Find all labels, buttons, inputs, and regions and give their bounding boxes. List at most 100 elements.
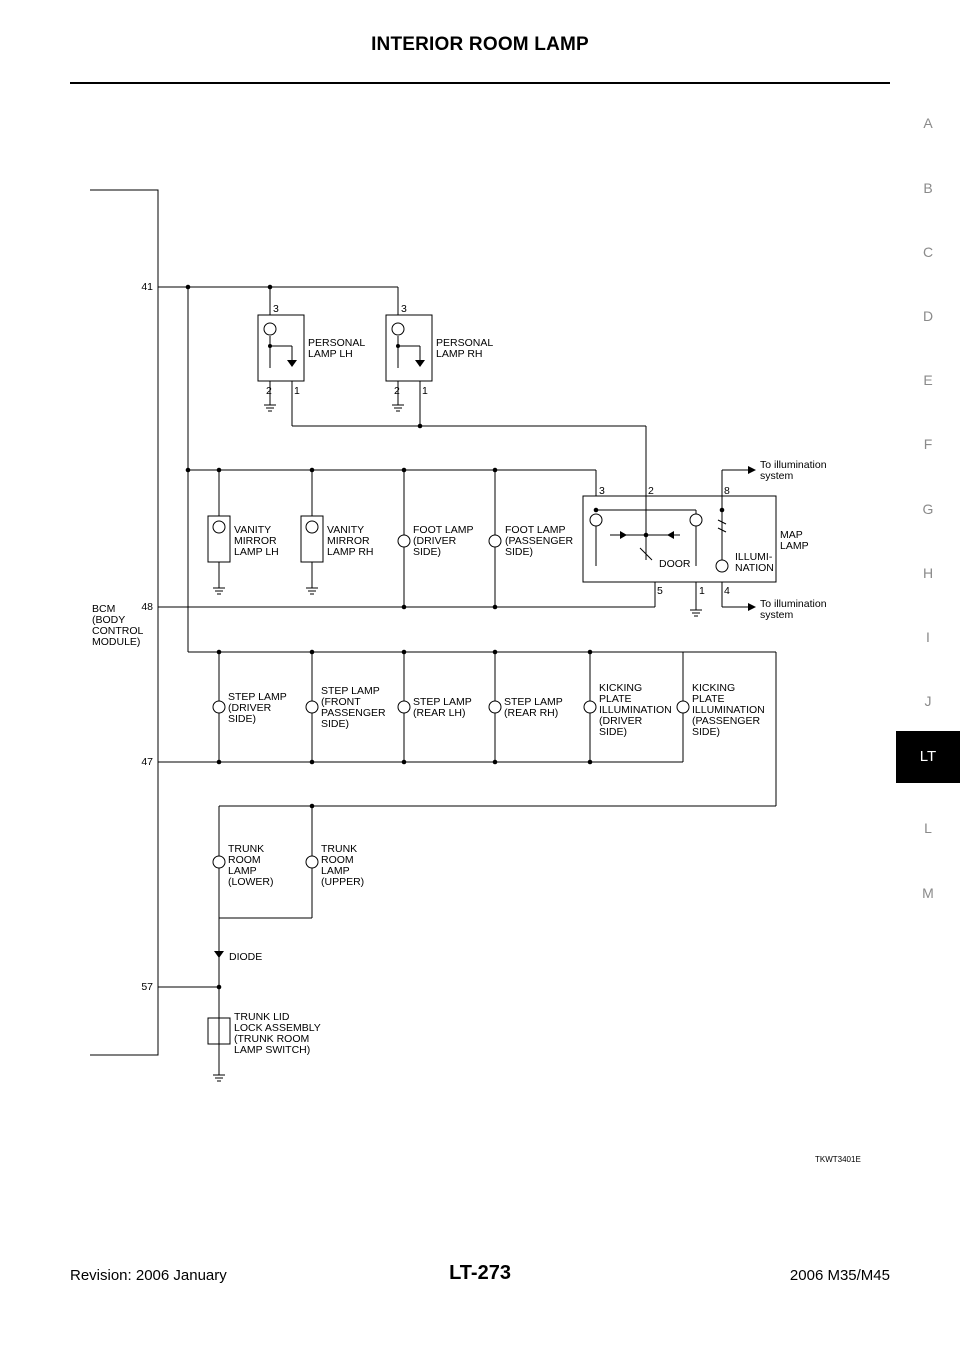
trunk-room-lamp-upper-label: ROOM — [321, 854, 354, 866]
personal-lamp-rh-label: PERSONAL — [436, 337, 493, 349]
kicking-plate-driver-label: PLATE — [599, 693, 631, 705]
kicking-plate-passenger-label: ILLUMINATION — [692, 704, 765, 716]
trunk-lid-label: LOCK ASSEMBLY — [234, 1022, 321, 1034]
vanity-lamp-rh-label: MIRROR — [327, 535, 370, 547]
index-tab-a[interactable]: A — [923, 115, 933, 131]
pin: 4 — [724, 585, 730, 597]
map-lamp-label: MAP — [780, 529, 803, 541]
figure-code: TKWT3401E — [815, 1155, 861, 1164]
model-text: 2006 M35/M45 — [789, 1267, 890, 1284]
step-lamp-driver-label: (DRIVER — [228, 702, 272, 714]
map-lamp-label: LAMP — [780, 540, 809, 552]
illumination-part-label: NATION — [735, 562, 774, 574]
door-label: DOOR — [659, 558, 691, 570]
trunk-lid-label: LAMP SWITCH) — [234, 1044, 310, 1056]
kicking-plate-passenger-label: (PASSENGER — [692, 715, 760, 727]
step-lamp-front-passenger-label: SIDE) — [321, 718, 349, 730]
step-lamp-rear-rh-label: (REAR RH) — [504, 707, 558, 719]
index-tab-m[interactable]: M — [922, 885, 934, 901]
trunk-room-lamp-lower-label: ROOM — [228, 854, 261, 866]
step-lamp-driver-label: SIDE) — [228, 713, 256, 725]
kicking-plate-driver-label: KICKING — [599, 682, 642, 694]
revision-text: Revision: 2006 January — [70, 1267, 227, 1284]
illumination-label-top: system — [760, 470, 794, 482]
index-tab-e[interactable]: E — [923, 372, 933, 388]
kicking-plate-passenger-label: SIDE) — [692, 726, 720, 738]
page-number: LT-273 — [449, 1262, 511, 1284]
pin: 3 — [401, 303, 407, 315]
foot-lamp-driver-label: FOOT LAMP — [413, 524, 473, 536]
index-tab-l[interactable]: L — [924, 820, 932, 836]
step-lamp-front-passenger-label: STEP LAMP — [321, 685, 380, 697]
kicking-plate-driver-label: ILLUMINATION — [599, 704, 672, 716]
bcm-label: BCM — [92, 603, 115, 615]
pin: 1 — [294, 385, 300, 397]
bcm-label: (BODY — [92, 614, 125, 626]
foot-lamp-passenger-label: SIDE) — [505, 546, 533, 558]
bcm-pin-47: 47 — [141, 756, 153, 768]
kicking-plate-driver-label: SIDE) — [599, 726, 627, 738]
personal-lamp-lh-label: LAMP LH — [308, 348, 353, 360]
pin: 8 — [724, 485, 730, 497]
illumination-label-top: To illumination — [760, 459, 827, 471]
bcm-pin-41: 41 — [141, 281, 153, 293]
illumination-part-label: ILLUMI- — [735, 551, 773, 563]
kicking-plate-driver-label: (DRIVER — [599, 715, 643, 727]
kicking-plate-passenger-label: KICKING — [692, 682, 735, 694]
pin: 3 — [273, 303, 279, 315]
trunk-room-lamp-upper-label: (UPPER) — [321, 876, 364, 888]
pin: 2 — [266, 385, 272, 397]
trunk-room-lamp-lower-label: (LOWER) — [228, 876, 274, 888]
index-tab-lt[interactable]: LT — [896, 731, 960, 783]
pin: 1 — [699, 585, 705, 597]
step-lamp-rear-lh-label: STEP LAMP — [413, 696, 472, 708]
foot-lamp-passenger-label: FOOT LAMP — [505, 524, 565, 536]
bcm-pin-57: 57 — [141, 981, 153, 993]
index-tab-j[interactable]: J — [924, 693, 932, 709]
page-title: INTERIOR ROOM LAMP — [371, 34, 589, 55]
vanity-lamp-lh-label: LAMP LH — [234, 546, 279, 558]
step-lamp-front-passenger-label: (FRONT — [321, 696, 361, 708]
illumination-label-bottom: system — [760, 609, 794, 621]
vanity-lamp-lh-label: MIRROR — [234, 535, 277, 547]
kicking-plate-passenger-label: PLATE — [692, 693, 724, 705]
index-tab-h[interactable]: H — [922, 565, 934, 581]
bcm-pin-48: 48 — [141, 601, 153, 613]
index-tab-c[interactable]: C — [922, 244, 934, 260]
step-lamp-driver-label: STEP LAMP — [228, 691, 287, 703]
illumination-label-bottom: To illumination — [760, 598, 827, 610]
diagram-text: BCM(BODY CONTROL MODULE)41484757PERSONAL… — [92, 281, 861, 1164]
pin: 2 — [394, 385, 400, 397]
personal-lamp-rh-label: LAMP RH — [436, 348, 483, 360]
wiring-diagram: BCM(BODY CONTROL MODULE)41484757PERSONAL… — [90, 189, 861, 1164]
pin: 2 — [648, 485, 654, 497]
index-tab-b[interactable]: B — [923, 180, 933, 196]
bcm-label: MODULE) — [92, 636, 140, 648]
vanity-lamp-rh-label: LAMP RH — [327, 546, 374, 558]
title-rule — [70, 82, 890, 84]
diode-label: DIODE — [229, 951, 262, 963]
foot-lamp-driver-label: (DRIVER — [413, 535, 457, 547]
personal-lamp-lh-label: PERSONAL — [308, 337, 365, 349]
trunk-lid-label: (TRUNK ROOM — [234, 1033, 309, 1045]
index-tab-d[interactable]: D — [922, 308, 934, 324]
step-lamp-rear-rh-label: STEP LAMP — [504, 696, 563, 708]
trunk-room-lamp-upper-label: TRUNK — [321, 843, 357, 855]
pin: 3 — [599, 485, 605, 497]
index-tab-f[interactable]: F — [923, 436, 933, 452]
foot-lamp-passenger-label: (PASSENGER — [505, 535, 573, 547]
step-lamp-front-passenger-label: PASSENGER — [321, 707, 386, 719]
trunk-room-lamp-upper-label: LAMP — [321, 865, 350, 877]
pin: 5 — [657, 585, 663, 597]
vanity-lamp-rh-label: VANITY — [327, 524, 364, 536]
trunk-room-lamp-lower-label: LAMP — [228, 865, 257, 877]
foot-lamp-driver-label: SIDE) — [413, 546, 441, 558]
trunk-room-lamp-lower-label: TRUNK — [228, 843, 264, 855]
bcm-label: CONTROL — [92, 625, 143, 637]
step-lamp-rear-lh-label: (REAR LH) — [413, 707, 466, 719]
vanity-lamp-lh-label: VANITY — [234, 524, 271, 536]
trunk-lid-label: TRUNK LID — [234, 1011, 290, 1023]
index-tab-g[interactable]: G — [922, 501, 934, 517]
index-tab-i[interactable]: I — [926, 629, 930, 645]
pin: 1 — [422, 385, 428, 397]
